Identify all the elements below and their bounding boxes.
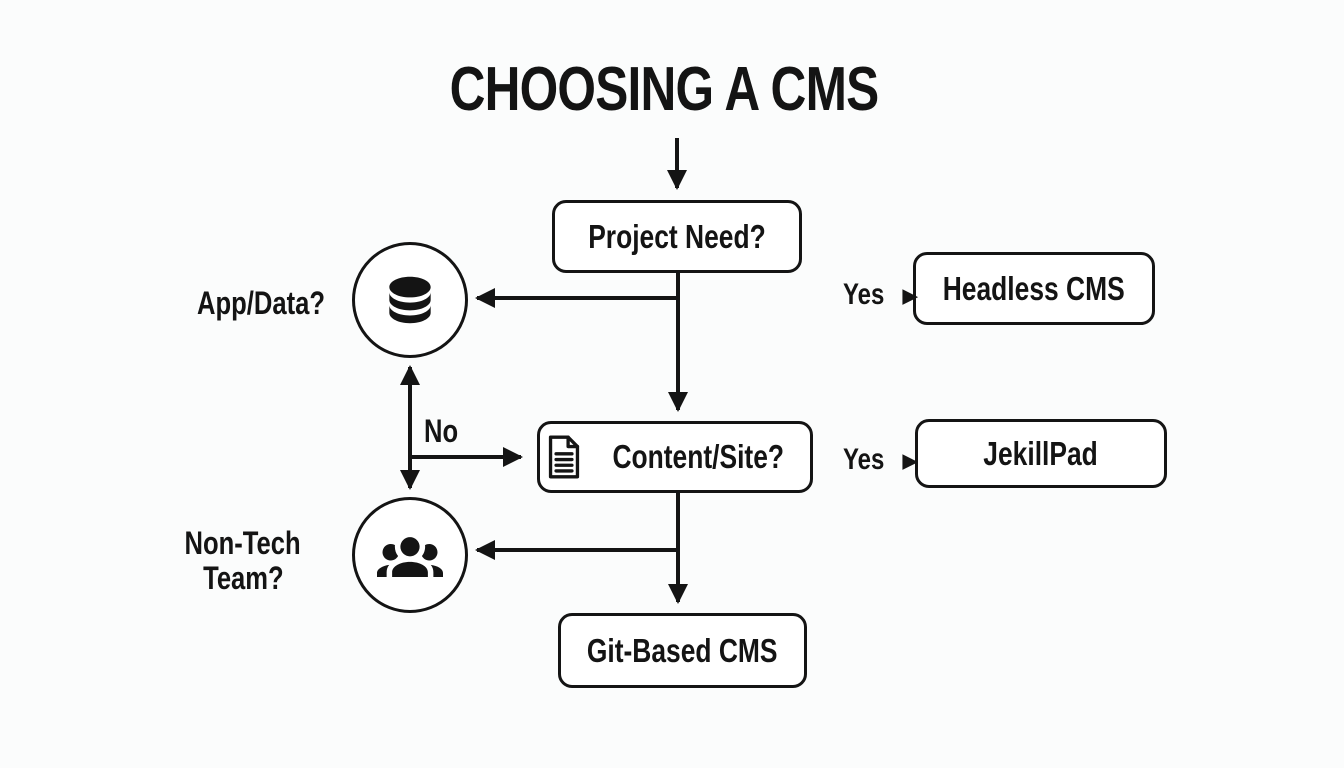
node-jekillpad-label: JekillPad [983,434,1099,472]
database-icon [389,276,431,324]
team-icon [377,537,443,577]
app-data-label-text: App/Data? [197,285,325,321]
yes-edge-to-headless-text: Yes [843,278,885,311]
app-data-label: App/Data? [140,286,325,321]
node-project-need: Project Need? [552,200,802,273]
node-git-based-cms: Git-Based CMS [558,613,807,688]
page-title: CHOOSING A CMS [0,54,1328,125]
node-git-based-cms-label: Git-Based CMS [587,631,778,669]
node-content-site-label: Content/Site? [612,438,784,475]
node-headless-cms-label: Headless CMS [943,269,1125,307]
yes-edge-to-jekillpad: Yes ▶ [843,443,917,477]
node-content-site: Content/Site? [537,421,813,493]
node-jekillpad: JekillPad [915,419,1167,488]
non-tech-team-label-line1: Non-Tech [184,525,302,561]
document-icon [548,435,579,479]
no-edge-label-text: No [424,413,459,449]
yes-edge-to-jekillpad-text: Yes [843,443,885,476]
no-edge-label: No [424,414,467,449]
non-tech-team-label-line2: Team? [202,560,284,596]
right-pointer-icon: ▶ [902,285,918,307]
right-pointer-icon: ▶ [902,450,918,472]
node-project-need-label: Project Need? [588,217,766,255]
node-headless-cms: Headless CMS [913,252,1155,325]
non-tech-team-circle [352,497,468,613]
app-data-circle [352,242,468,358]
yes-edge-to-headless: Yes ▶ [843,278,917,312]
page-title-text: CHOOSING A CMS [449,55,880,124]
non-tech-team-label: Non-Tech Team? [163,526,323,596]
